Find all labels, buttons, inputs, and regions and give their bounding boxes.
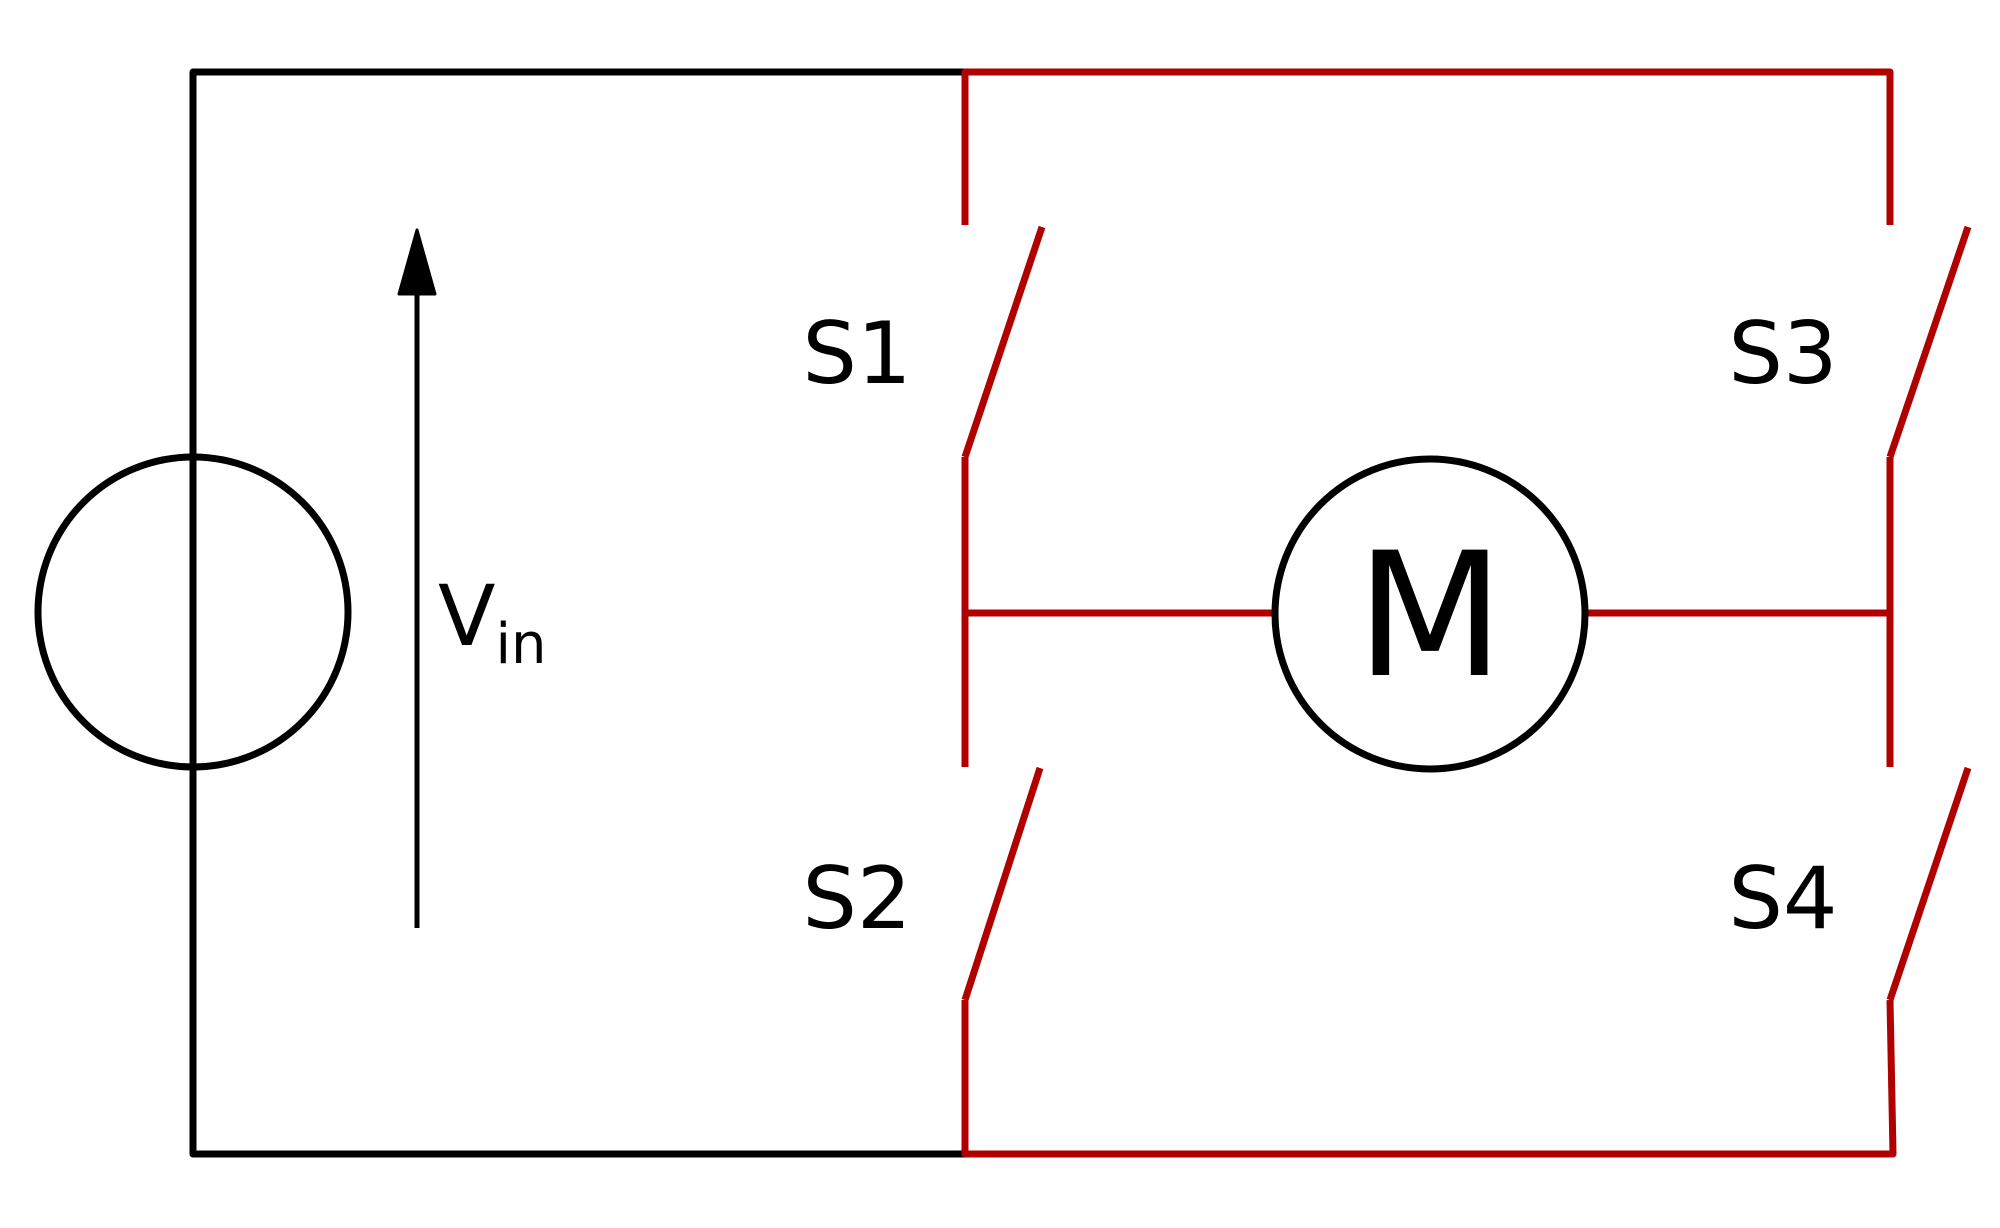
voltage-subscript: in <box>495 612 546 677</box>
bridge-wiring <box>961 68 1972 1158</box>
top-rail-wire <box>961 68 1894 225</box>
bottom-rail-wire <box>961 999 1897 1158</box>
motor-label: M <box>1356 515 1504 716</box>
switch-s3-blade <box>1886 225 1972 459</box>
switch-label-s4: S4 <box>1728 849 1837 949</box>
top-left-wire <box>189 68 969 459</box>
voltage-arrow <box>397 228 437 928</box>
bottom-left-wire <box>189 761 969 1158</box>
motor-symbol <box>1271 455 1589 773</box>
switch-s2-blade <box>961 766 1044 1002</box>
voltage-source-symbol <box>34 453 352 771</box>
source-wiring <box>189 68 969 1158</box>
switch-s1-blade <box>961 225 1046 459</box>
voltage-arrow-head <box>397 228 437 296</box>
switch-label-s2: S2 <box>802 849 911 949</box>
switch-label-s3: S3 <box>1728 304 1837 404</box>
switch-label-s1: S1 <box>802 304 911 404</box>
voltage-label: Vin <box>438 567 547 677</box>
voltage-symbol: V <box>438 567 495 665</box>
switch-s4-blade <box>1886 766 1972 1002</box>
